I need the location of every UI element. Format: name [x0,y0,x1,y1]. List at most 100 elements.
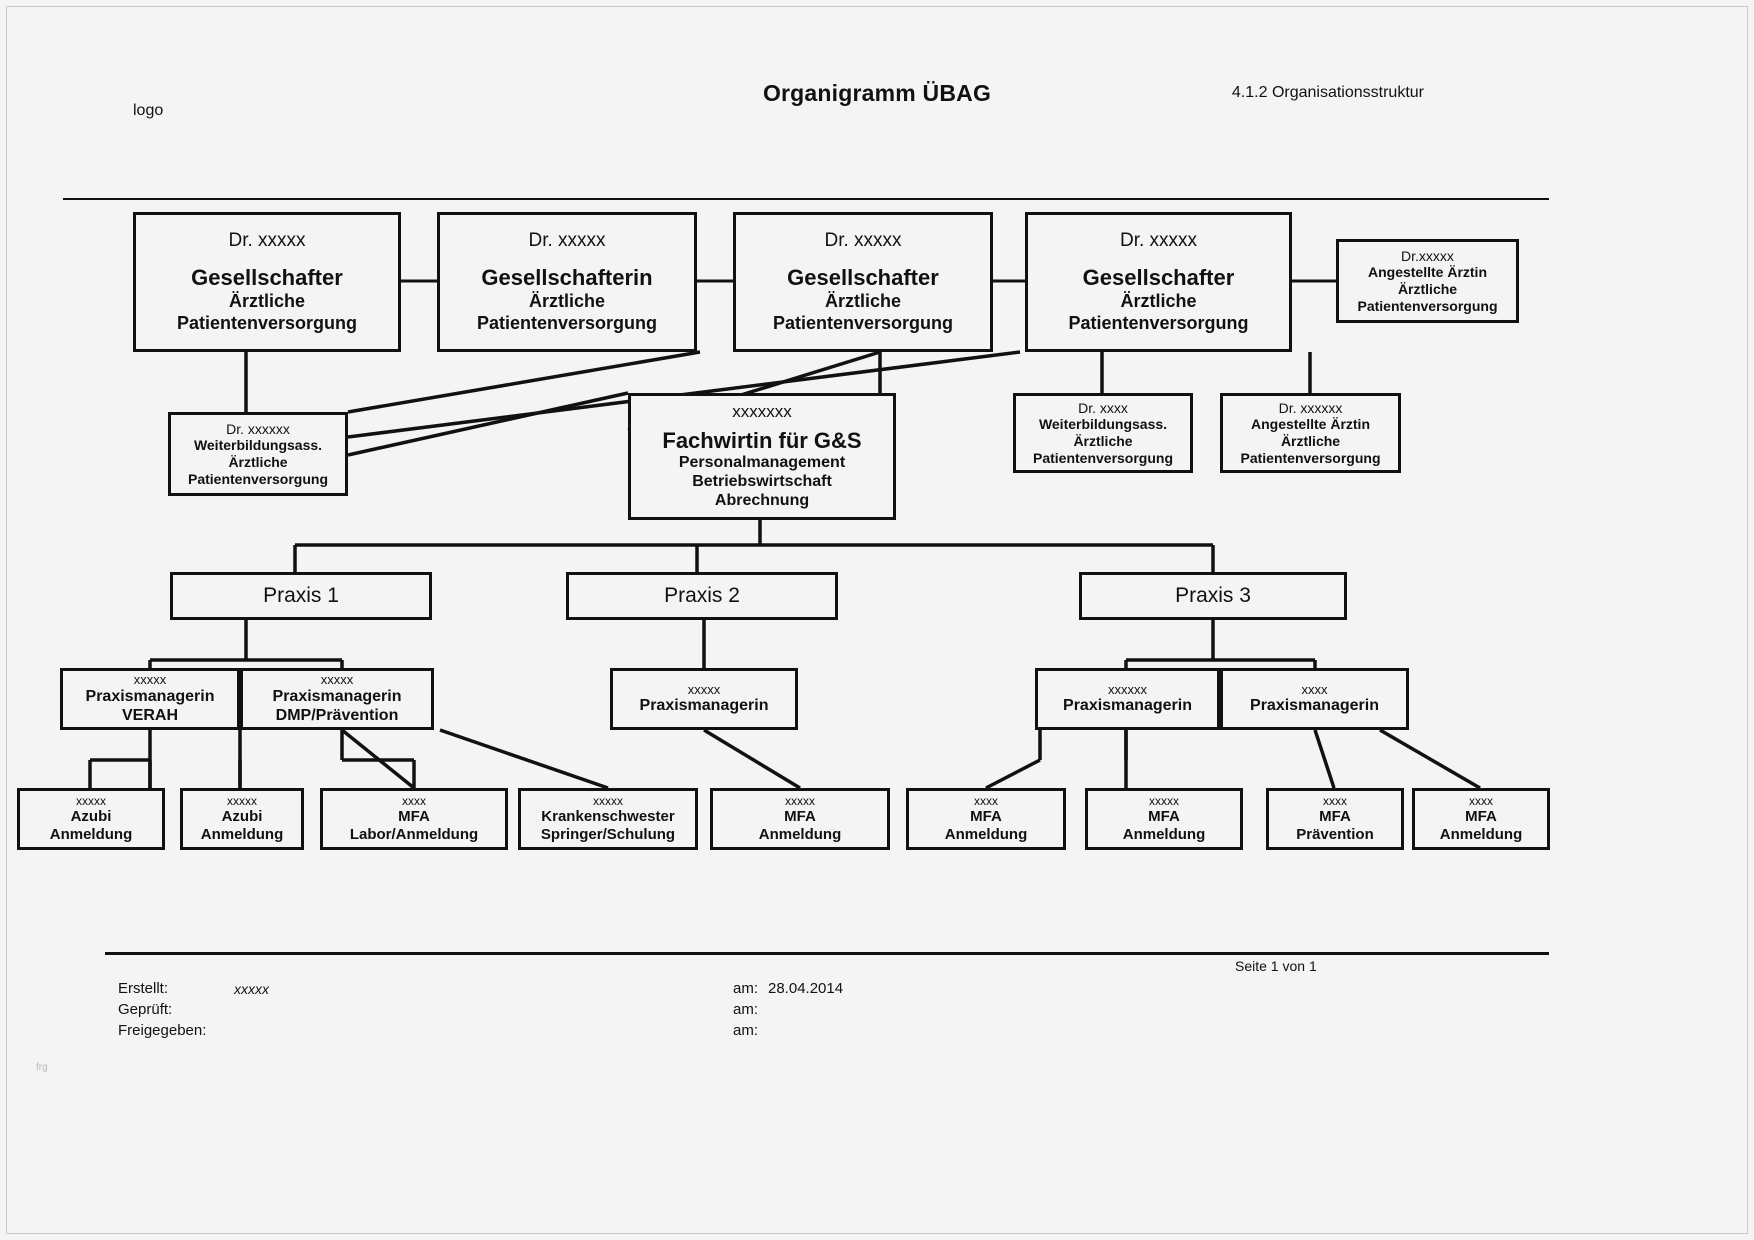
node-role: Gesellschafter [1082,265,1235,291]
node-gesellschafterin-2[interactable]: Dr. xxxxx Gesellschafterin Ärztliche Pat… [437,212,697,352]
node-staff-azubi-1[interactable]: xxxxx Azubi Anmeldung [17,788,165,850]
node-role: MFA [1319,808,1351,826]
node-person: xxxxxx [1108,681,1147,697]
node-role: Praxismanagerin [1063,697,1192,715]
checked-label: Geprüft: [118,1001,173,1018]
node-person: xxxx [974,794,998,809]
node-person: xxxxx [76,794,106,809]
node-role: Azubi [221,808,263,826]
node-line-2: Prävention [1296,826,1374,844]
node-praxismanagerin-praxis3-a[interactable]: xxxxxx Praxismanagerin [1035,668,1220,730]
node-person: Dr. xxxxxx [1278,399,1343,416]
node-line-2: Anmeldung [758,826,842,844]
node-staff-mfa-4[interactable]: xxxx MFA Anmeldung [1412,788,1550,850]
node-weiterbildungsass-1[interactable]: Dr. xxxxxx Weiterbildungsass. Ärztliche … [168,412,348,496]
node-label: Praxis 2 [664,583,740,607]
node-staff-krankenschwester[interactable]: xxxxx Krankenschwester Springer/Schulung [518,788,698,850]
node-line-2: Anmeldung [944,826,1028,844]
node-label: Praxis 1 [263,583,339,607]
page-info: Seite 1 von 1 [1235,958,1317,974]
node-role: MFA [1148,808,1180,826]
node-staff-mfa-1[interactable]: xxxxx MFA Anmeldung [710,788,890,850]
logo-placeholder: logo [133,102,164,119]
node-line-3: Betriebswirtschaft [692,473,832,491]
node-staff-mfa-praevention[interactable]: xxxx MFA Prävention [1266,788,1404,850]
node-role: Weiterbildungsass. [1038,416,1168,433]
node-angestellte-aerztin-2[interactable]: Dr. xxxxxx Angestellte Ärztin Ärztliche … [1220,393,1401,473]
node-line-3: Patientenversorgung [1357,297,1498,314]
node-angestellte-aerztin-1[interactable]: Dr.xxxxx Angestellte Ärztin Ärztliche Pa… [1336,239,1519,323]
node-staff-mfa-2[interactable]: xxxx MFA Anmeldung [906,788,1066,850]
node-line-3: Patientenversorgung [772,312,954,333]
node-line-2: Anmeldung [49,826,133,844]
node-line-2: Anmeldung [200,826,284,844]
date-label-2: am: [733,1001,759,1018]
node-role: Praxismanagerin [639,697,769,715]
node-fachwirtin[interactable]: xxxxxxx Fachwirtin für G&S Personalmanag… [628,393,896,520]
node-person: xxxx [1469,794,1493,809]
node-role: MFA [1465,808,1497,826]
node-person: xxxxxxx [732,402,792,422]
node-role: Praxismanagerin [272,687,402,705]
node-staff-mfa-labor[interactable]: xxxx MFA Labor/Anmeldung [320,788,508,850]
node-role: Azubi [70,808,112,826]
node-line-3: Patientenversorgung [1068,312,1249,333]
date-value-1: 28.04.2014 [768,980,844,997]
corner-watermark: frg [36,1062,48,1073]
node-gesellschafter-1[interactable]: Dr. xxxxx Gesellschafter Ärztliche Patie… [133,212,401,352]
node-person: Dr. xxxxx [1119,230,1198,252]
node-gesellschafter-3[interactable]: Dr. xxxxx Gesellschafter Ärztliche Patie… [733,212,993,352]
node-person: Dr. xxxx [1078,399,1128,416]
node-line-2: Ärztliche [1280,433,1341,449]
node-person: xxxxx [785,794,815,809]
node-praxismanagerin-dmp[interactable]: xxxxx Praxismanagerin DMP/Prävention [240,668,434,730]
node-praxis-3[interactable]: Praxis 3 [1079,572,1347,620]
node-line-2: Springer/Schulung [540,826,676,844]
node-person: Dr. xxxxxx [226,420,290,437]
node-line-2: Labor/Anmeldung [349,826,479,844]
node-line-3: Patientenversorgung [476,312,658,333]
node-line-2: Ärztliche [528,291,606,312]
node-line-2: Personalmanagement [678,454,846,472]
node-person: xxxxx [133,672,167,688]
node-line-2: Ärztliche [1397,281,1458,297]
header-divider [63,198,1549,200]
node-person: xxxxx [227,794,257,809]
node-staff-azubi-2[interactable]: xxxxx Azubi Anmeldung [180,788,304,850]
node-person: Dr. xxxxx [824,230,902,252]
node-role: Praxismanagerin [1250,697,1379,715]
node-person: xxxxx [593,794,623,809]
node-praxis-2[interactable]: Praxis 2 [566,572,838,620]
document-reference: 4.1.2 Organisationsstruktur [1231,84,1424,101]
node-line-3: Patientenversorgung [1032,449,1174,466]
node-praxismanagerin-praxis2[interactable]: xxxxx Praxismanagerin [610,668,798,730]
node-role: Fachwirtin für G&S [662,428,862,454]
node-person: Dr.xxxxx [1401,247,1454,264]
node-person: Dr. xxxxx [528,230,606,252]
node-line-2: Ärztliche [824,291,902,312]
page-title: Organigramm ÜBAG [762,80,992,106]
node-staff-mfa-3[interactable]: xxxxx MFA Anmeldung [1085,788,1243,850]
node-line-2: Anmeldung [1439,826,1523,844]
node-role: MFA [784,808,816,826]
node-praxismanagerin-praxis3-b[interactable]: xxxx Praxismanagerin [1220,668,1409,730]
node-gesellschafter-4[interactable]: Dr. xxxxx Gesellschafter Ärztliche Patie… [1025,212,1292,352]
node-line-2: Ärztliche [1073,433,1133,449]
node-line-3: Patientenversorgung [187,470,329,487]
node-role: Gesellschafterin [481,265,653,291]
node-person: xxxx [1323,794,1347,809]
node-label: Praxis 3 [1175,583,1251,607]
node-line-2: Ärztliche [228,291,306,312]
footer-divider [105,952,1549,955]
node-person: Dr. xxxxx [228,230,306,252]
node-role: MFA [970,808,1002,826]
node-praxismanagerin-verah[interactable]: xxxxx Praxismanagerin VERAH [60,668,240,730]
created-value: xxxxx [234,981,269,997]
node-line-2: Ärztliche [1120,291,1197,312]
date-label-1: am: [733,980,759,997]
node-person: xxxxx [687,681,721,697]
node-weiterbildungsass-2[interactable]: Dr. xxxx Weiterbildungsass. Ärztliche Pa… [1013,393,1193,473]
node-praxis-1[interactable]: Praxis 1 [170,572,432,620]
node-role: Gesellschafter [787,265,939,291]
